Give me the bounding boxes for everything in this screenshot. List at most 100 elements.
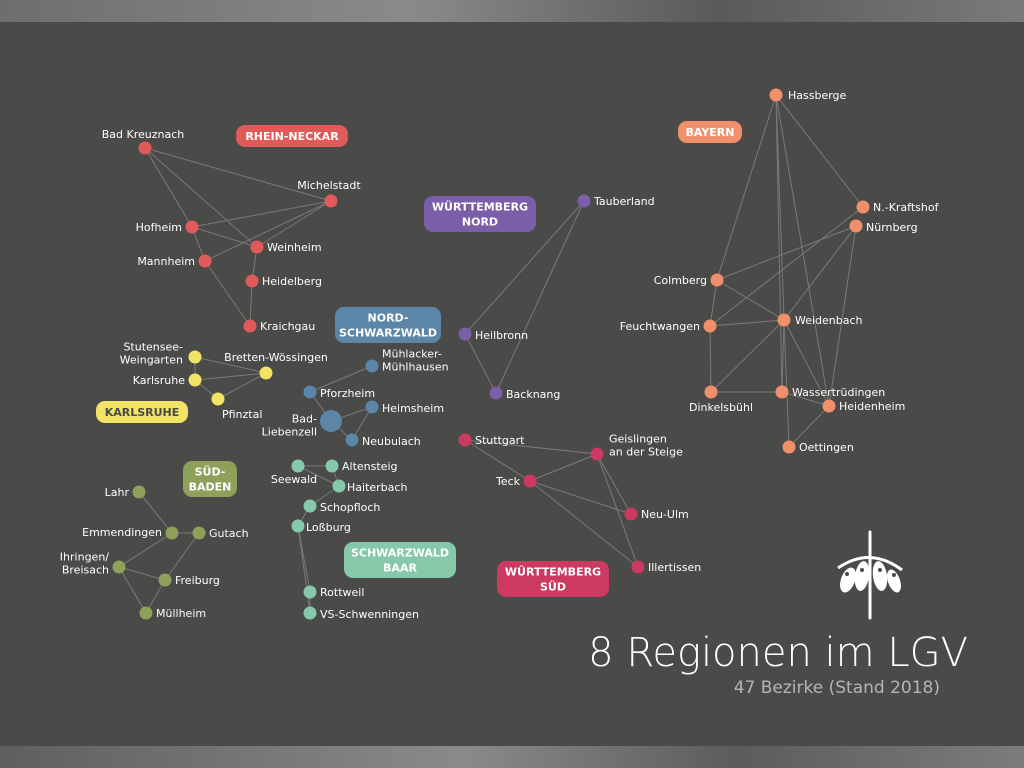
connection-line-weidenbach-wassertruedingen	[781, 319, 785, 393]
district-node-wassertruedingen[interactable]	[775, 385, 789, 399]
district-label-line: Geislingen	[609, 433, 667, 446]
district-node-karlsruhe[interactable]	[188, 373, 202, 387]
district-node-heilbronn[interactable]	[458, 327, 472, 341]
connection-line-heilbronn-backnang	[464, 333, 497, 394]
district-label-line: Weinheim	[267, 241, 322, 254]
district-label-michelstadt: Michelstadt	[297, 179, 361, 192]
district-node-heimsheim[interactable]	[365, 400, 379, 414]
district-node-heidelberg[interactable]	[245, 274, 259, 288]
district-node-nuernberg[interactable]	[849, 219, 863, 233]
district-label-line: Liebenzell	[262, 426, 317, 439]
district-node-backnang[interactable]	[489, 386, 503, 400]
district-node-weinheim[interactable]	[250, 240, 264, 254]
district-label-line: Feuchtwangen	[620, 320, 700, 333]
district-node-freiburg[interactable]	[158, 573, 172, 587]
connection-line-bad-kreuznach-hofheim	[144, 147, 193, 228]
district-node-colmberg[interactable]	[710, 273, 724, 287]
district-node-vs-schwenningen[interactable]	[303, 606, 317, 620]
district-node-teck[interactable]	[523, 474, 537, 488]
district-node-gutach[interactable]	[192, 526, 206, 540]
connection-line-hassberge-weidenbach	[775, 94, 785, 321]
region-badge-line: NORD-	[368, 312, 409, 325]
district-labels: Bad KreuznachMichelstadtHofheimWeinheimM…	[60, 89, 940, 621]
district-node-ihringen[interactable]	[112, 560, 126, 574]
district-node-n-kraftshof[interactable]	[856, 200, 870, 214]
district-label-heimsheim: Heimsheim	[382, 402, 444, 415]
district-node-pfinztal[interactable]	[211, 392, 225, 406]
district-label-line: Gutach	[209, 527, 249, 540]
connection-line-michelstadt-weinheim	[256, 200, 332, 248]
district-node-stutensee[interactable]	[188, 350, 202, 364]
district-label-feuchtwangen: Feuchtwangen	[620, 320, 700, 333]
district-node-hofheim[interactable]	[185, 220, 199, 234]
district-node-stuttgart[interactable]	[458, 433, 472, 447]
district-label-line: Weingarten	[120, 354, 183, 367]
district-node-bretten[interactable]	[259, 366, 273, 380]
region-badge-background	[183, 461, 237, 497]
connection-line-weidenbach-oettingen	[783, 319, 790, 448]
district-node-muellheim[interactable]	[139, 606, 153, 620]
district-node-kraichgau[interactable]	[243, 319, 257, 333]
connection-line-ihringen-muellheim	[118, 566, 147, 614]
main-title: 8 Regionen im LGV	[588, 630, 968, 676]
bottom-frame-band	[0, 746, 1024, 768]
district-label-line: Dinkelsbühl	[689, 401, 753, 414]
district-label-schopfloch: Schopfloch	[320, 501, 380, 514]
district-node-pforzheim[interactable]	[303, 385, 317, 399]
district-node-haiterbach[interactable]	[332, 479, 346, 493]
district-label-line: Heimsheim	[382, 402, 444, 415]
district-label-muellheim: Müllheim	[156, 607, 206, 620]
district-node-altensteig[interactable]	[325, 459, 339, 473]
district-label-line: Hassberge	[788, 89, 847, 102]
connection-line-ihringen-freiburg	[118, 566, 166, 581]
district-node-bad-kreuznach[interactable]	[138, 141, 152, 155]
district-node-michelstadt[interactable]	[324, 194, 338, 208]
connection-line-karlsruhe-bretten	[194, 372, 267, 381]
region-badge-label: SÜD-BADEN	[189, 465, 232, 494]
district-node-weidenbach[interactable]	[777, 313, 791, 327]
district-node-hassberge[interactable]	[769, 88, 783, 102]
district-node-dinkelsbuehl[interactable]	[704, 385, 718, 399]
district-label-line: Lahr	[105, 486, 130, 499]
connection-line-geislingen-neu-ulm	[596, 453, 632, 515]
district-node-tauberland[interactable]	[577, 194, 591, 208]
district-node-geislingen[interactable]	[590, 447, 604, 461]
region-badge-line: SÜD	[540, 580, 566, 594]
district-label-lossburg: Loßburg	[306, 521, 351, 534]
region-badge-background	[678, 121, 742, 143]
district-node-lossburg[interactable]	[291, 519, 305, 533]
district-node-neubulach[interactable]	[345, 433, 359, 447]
district-node-illertissen[interactable]	[631, 560, 645, 574]
district-node-rottweil[interactable]	[303, 585, 317, 599]
district-node-oettingen[interactable]	[782, 440, 796, 454]
district-label-line: Emmendingen	[82, 526, 162, 539]
connection-line-hofheim-weinheim	[191, 226, 258, 248]
district-label-vs-schwenningen: VS-Schwenningen	[320, 608, 419, 621]
connection-line-nuernberg-weidenbach	[783, 225, 857, 321]
district-node-seewald[interactable]	[291, 459, 305, 473]
district-label-kraichgau: Kraichgau	[260, 320, 315, 333]
district-node-emmendingen[interactable]	[165, 526, 179, 540]
district-node-heidenheim[interactable]	[822, 399, 836, 413]
district-label-line: Rottweil	[320, 586, 364, 599]
district-node-neu-ulm[interactable]	[624, 507, 638, 521]
district-label-pforzheim: Pforzheim	[320, 387, 375, 400]
district-node-bad-liebenzell[interactable]	[320, 410, 342, 432]
connection-line-teck-geislingen	[529, 453, 598, 482]
district-node-lahr[interactable]	[132, 485, 146, 499]
district-node-schopfloch[interactable]	[303, 499, 317, 513]
district-node-muehlacker[interactable]	[365, 359, 379, 373]
district-label-line: Karlsruhe	[133, 374, 186, 387]
district-label-line: Teck	[495, 475, 521, 488]
district-node-mannheim[interactable]	[198, 254, 212, 268]
district-label-line: Neu-Ulm	[641, 508, 689, 521]
district-node-feuchtwangen[interactable]	[703, 319, 717, 333]
district-label-illertissen: Illertissen	[648, 561, 701, 574]
district-label-tauberland: Tauberland	[593, 195, 655, 208]
district-label-line: Pfinztal	[222, 408, 262, 421]
district-label-line: Tauberland	[593, 195, 655, 208]
